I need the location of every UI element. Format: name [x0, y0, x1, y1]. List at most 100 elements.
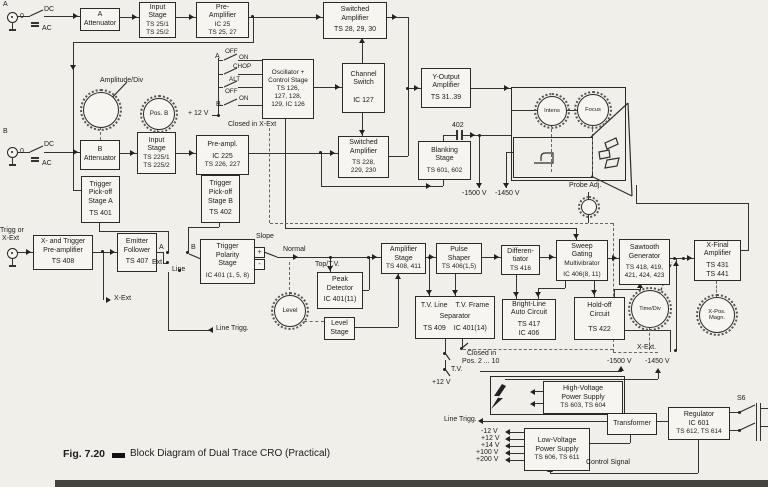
wire [504, 85, 509, 91]
wire [533, 391, 543, 392]
wire [186, 251, 189, 254]
wire [636, 185, 637, 203]
wire [476, 183, 482, 188]
wire [637, 283, 643, 288]
wire [530, 389, 535, 395]
wire [673, 257, 676, 260]
wire [479, 135, 480, 188]
wire [445, 337, 446, 353]
wire [110, 249, 115, 255]
wire [321, 186, 443, 187]
wire [505, 379, 658, 380]
label-sw-b: B [216, 101, 221, 108]
wire [188, 227, 189, 253]
label-probe-adj: Probe Adj. [569, 182, 602, 189]
wire [443, 135, 456, 136]
wire [9, 164, 16, 166]
wire [414, 85, 419, 91]
wire [101, 250, 104, 253]
wire [510, 439, 524, 440]
wire [103, 252, 104, 300]
wire [655, 368, 661, 373]
wire [73, 149, 78, 155]
label-v-p12: +12 V [481, 435, 500, 442]
wire [687, 255, 692, 261]
label-v-p100: +100 V [476, 449, 499, 456]
wire [429, 254, 434, 260]
wire [503, 183, 509, 188]
wire [551, 124, 552, 172]
wire [387, 156, 408, 157]
wire [494, 254, 499, 260]
wire [270, 223, 613, 224]
wire [462, 337, 463, 348]
wire [655, 421, 668, 422]
wire [463, 135, 512, 136]
wire [739, 250, 749, 251]
wire [565, 110, 577, 111]
wire [670, 330, 671, 352]
label-top-tv: Top/T.V. [315, 261, 340, 268]
wire [538, 288, 565, 289]
label-dc-a: DC [44, 6, 55, 13]
slope-minus-contact: - [254, 259, 265, 270]
wire [452, 290, 458, 295]
wire [189, 14, 194, 20]
label-plus12-top: + 12 V [188, 110, 209, 117]
wire [728, 430, 740, 431]
wire [251, 15, 254, 18]
label-input-b: B [3, 128, 8, 135]
wire [130, 150, 135, 156]
wire [31, 157, 39, 159]
wire [247, 17, 323, 18]
wire [285, 117, 286, 228]
wire [676, 259, 677, 351]
wire [219, 221, 220, 227]
wire [321, 153, 322, 186]
label-hv1500-bot: -1500 V [607, 358, 632, 365]
label-line-trigg-mid: Line Trigg. [216, 325, 249, 332]
level-knob: Level [271, 292, 309, 330]
label-cap-402: 402 [452, 122, 464, 129]
wire [613, 223, 614, 352]
wire [178, 269, 181, 272]
label-hv1450-bot: -1450 V [645, 358, 670, 365]
label-sw-on2: ON [239, 95, 249, 102]
wire [738, 411, 741, 414]
wire [100, 127, 101, 140]
label-xext-bottom: X-Ext. [637, 344, 657, 351]
wire [594, 279, 595, 297]
wire [70, 65, 76, 70]
wire [372, 254, 377, 260]
wire [478, 134, 481, 137]
block-oscillator: Oscillator +Control Stage TS 126,127, 12… [262, 59, 314, 119]
label-ac-b: AC [42, 160, 52, 167]
label-sw-alt: ALT [229, 76, 241, 83]
label-closed-in: Closed in [467, 350, 497, 357]
wire [588, 443, 630, 444]
wire [330, 150, 335, 156]
label-sw-chop: CHOP [233, 63, 252, 70]
label-sw-off2: OFF [225, 88, 238, 95]
wire [168, 272, 169, 330]
wire [285, 228, 576, 229]
label-trig-a: A [159, 244, 164, 251]
wire [478, 418, 483, 424]
wire [238, 105, 262, 106]
wire [506, 152, 507, 188]
caption-bar [112, 453, 125, 458]
wire [73, 42, 254, 43]
wire [406, 87, 409, 90]
wire [12, 259, 13, 265]
wire [682, 257, 685, 260]
